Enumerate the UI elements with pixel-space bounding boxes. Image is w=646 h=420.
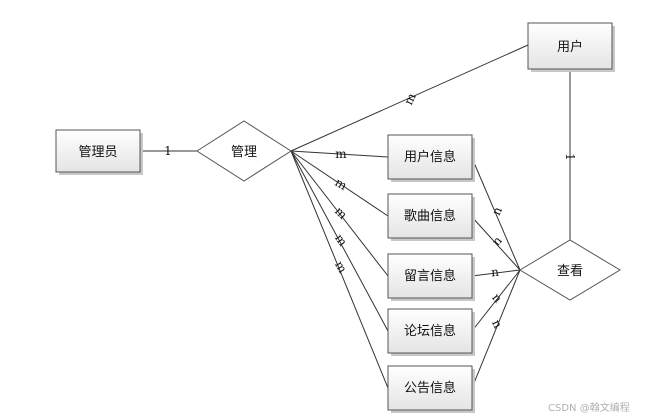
card-manage-forum-info: m <box>332 231 350 249</box>
line-manage-song-info <box>290 150 389 217</box>
entity-song-info-label: 歌曲信息 <box>404 208 456 224</box>
entity-notice-info: 公告信息 <box>387 365 475 413</box>
entity-admin-label: 管理员 <box>78 145 117 160</box>
entity-notice-info-label: 公告信息 <box>404 380 456 396</box>
entity-song-info: 歌曲信息 <box>387 193 475 241</box>
watermark: CSDN @翰文编程 <box>548 401 630 414</box>
card-manage-user-info: m <box>335 147 347 161</box>
card-user-view: 1 <box>563 153 577 161</box>
entity-user-info: 用户信息 <box>387 134 475 182</box>
card-admin-manage: 1 <box>164 144 172 158</box>
connectors <box>140 44 571 389</box>
card-view-message-info: n <box>491 265 500 280</box>
card-manage-notice-info: m <box>332 259 350 276</box>
line-view-message-info <box>471 269 521 277</box>
entity-user-label: 用户 <box>557 39 583 55</box>
card-view-song-info: n <box>489 233 505 248</box>
line-view-forum-info <box>471 269 521 332</box>
entity-message-info-label: 留言信息 <box>404 268 456 284</box>
entity-message-info: 留言信息 <box>387 253 475 301</box>
entity-forum-info: 论坛信息 <box>387 308 475 356</box>
relationship-manage-label: 管理 <box>231 145 257 160</box>
relationship-view-label: 查看 <box>557 263 583 279</box>
line-view-song-info <box>471 216 521 271</box>
entity-admin: 管理员 <box>55 129 143 175</box>
line-manage-user <box>290 44 529 152</box>
relationship-view: 查看 <box>519 239 621 301</box>
line-manage-user-info <box>290 150 389 158</box>
entity-user: 用户 <box>527 22 615 72</box>
card-view-notice-info: n <box>489 317 505 330</box>
card-view-user-info: n <box>489 204 505 217</box>
entity-forum-info-label: 论坛信息 <box>404 323 456 339</box>
card-manage-user: m <box>401 90 419 107</box>
entity-user-info-label: 用户信息 <box>404 149 456 165</box>
card-view-forum-info: n <box>489 291 505 306</box>
cardinality-labels: 1 m m m m m m 1 n n n n n <box>164 90 577 330</box>
line-view-notice-info <box>471 269 521 389</box>
card-manage-song-info: m <box>333 175 350 193</box>
line-manage-notice-info <box>290 150 389 389</box>
relationship-manage: 管理 <box>196 120 292 182</box>
line-manage-forum-info <box>290 150 389 332</box>
line-manage-message-info <box>290 150 389 277</box>
line-view-user-info <box>471 157 521 271</box>
